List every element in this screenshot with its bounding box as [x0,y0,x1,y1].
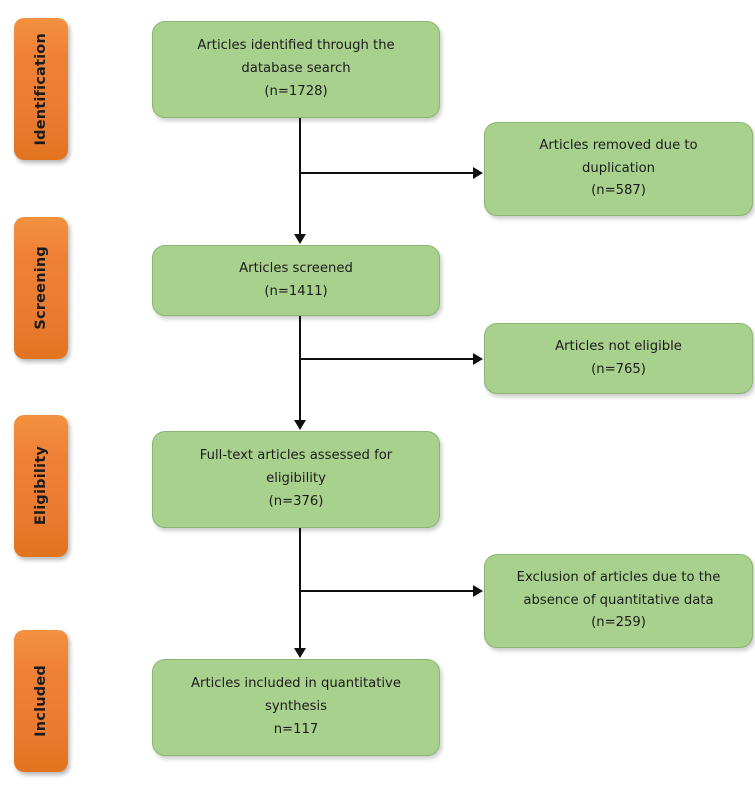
stage-box-identification: Identification [14,18,68,160]
node-count: (n=587) [591,183,646,199]
arrow-screened-to-fulltext [294,420,306,430]
node-fulltext-assessed: Full-text articles assessed for eligibil… [152,431,440,528]
node-count: (n=765) [591,361,646,377]
arrow-identified-to-screened [294,234,306,244]
node-line: Articles removed due to [539,137,698,153]
arrow-screened-to-not-eligible [473,353,483,365]
connector-identified-to-screened [299,118,301,235]
stage-label-screening: Screening [32,246,49,330]
node-count: (n=259) [591,615,646,631]
node-count: (n=1411) [264,283,328,299]
node-removed-duplication: Articles removed due to duplication (n=5… [484,122,753,216]
node-line: duplication [581,160,656,176]
stage-box-included: Included [14,630,68,772]
stage-box-eligibility: Eligibility [14,415,68,557]
connector-screened-to-fulltext [299,316,301,421]
node-excluded-no-quant-data: Exclusion of articles due to the absence… [484,554,753,648]
node-line: Articles included in quantitative [191,676,401,692]
arrow-identified-to-duplicates [473,167,483,179]
stage-label-identification: Identification [32,32,49,146]
node-line: absence of quantitative data [523,592,714,608]
node-line: Articles not eligible [555,338,682,354]
stage-label-included: Included [32,665,49,737]
node-count: (n=376) [268,493,324,509]
node-line: Articles identified through the [197,38,395,54]
stage-box-screening: Screening [14,217,68,359]
node-count: (n=1728) [264,83,328,99]
node-line: eligibility [266,471,326,487]
node-articles-screened: Articles screened (n=1411) [152,245,440,316]
node-articles-included: Articles included in quantitative synthe… [152,659,440,756]
arrow-fulltext-to-no-quant-data [473,585,483,597]
connector-identified-to-duplicates [299,172,474,174]
node-articles-identified: Articles identified through the database… [152,21,440,118]
node-line: Full-text articles assessed for [199,448,393,464]
node-count: n=117 [273,721,319,737]
node-line: database search [241,61,351,77]
node-line: synthesis [264,699,328,715]
node-line: Articles screened [239,260,353,276]
connector-screened-to-not-eligible [299,358,474,360]
connector-fulltext-to-included [299,528,301,649]
stage-label-eligibility: Eligibility [32,446,49,526]
arrow-fulltext-to-included [294,648,306,658]
node-not-eligible: Articles not eligible (n=765) [484,323,753,394]
node-line: Exclusion of articles due to the [516,569,721,585]
connector-fulltext-to-no-quant-data [299,590,474,592]
